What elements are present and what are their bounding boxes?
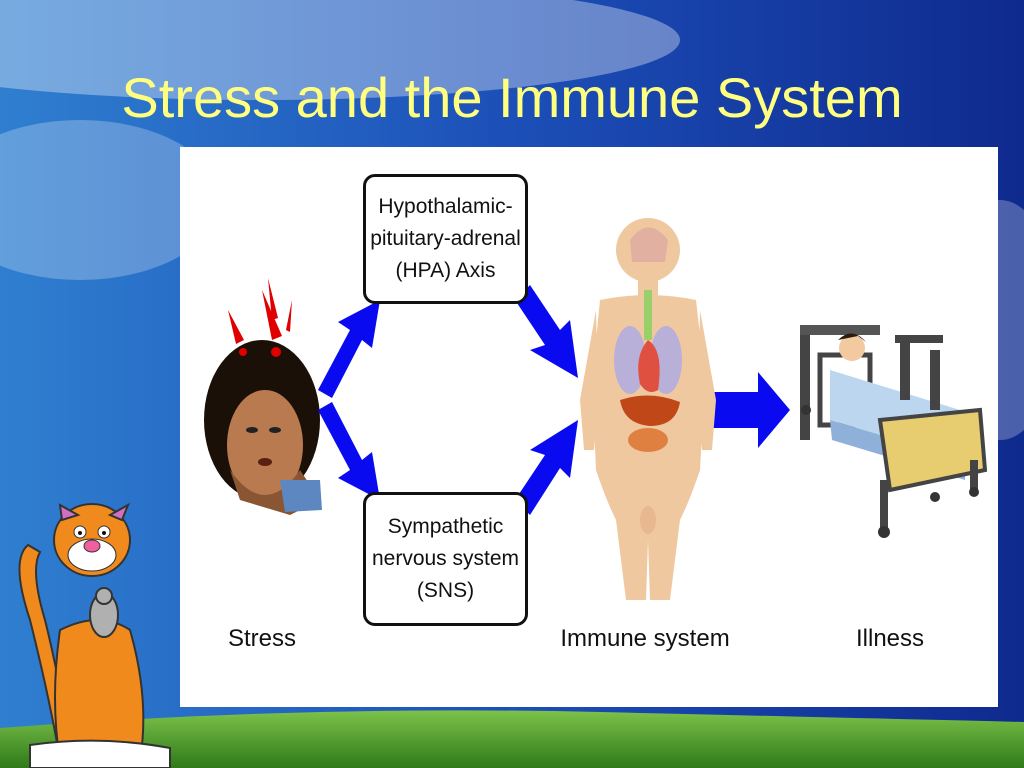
hospital-bed-icon [800,325,988,538]
cartoon-cat-icon [18,502,171,768]
stressed-person-icon [204,278,322,515]
illness-label: Illness [855,625,925,652]
arrow-stress-to-hpa-icon [318,300,380,398]
immune-system-label: Immune system [560,625,730,652]
human-body-icon [580,218,716,600]
sns-box: Sympathetic nervous system (SNS) [363,492,528,626]
hpa-axis-box: Hypothalamic- pituitary-adrenal (HPA) Ax… [363,174,528,304]
arrow-hpa-to-immune-icon [515,285,578,378]
stress-label: Stress [227,625,296,652]
arrow-immune-to-illness-icon [712,372,790,448]
arrow-stress-to-sns-icon [318,402,380,500]
arrow-sns-to-immune-icon [515,420,578,515]
slide-title: Stress and the Immune System [121,66,903,129]
